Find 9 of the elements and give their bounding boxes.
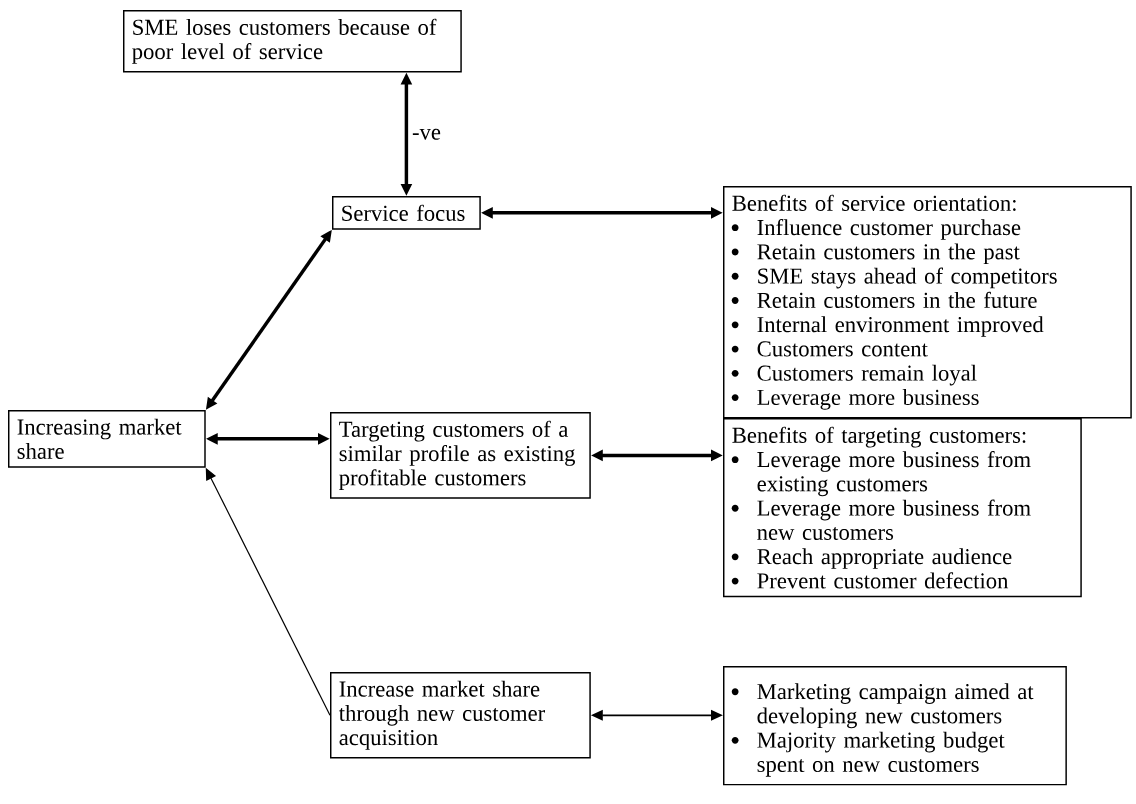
edge-label: -ve — [410, 127, 443, 142]
bullet-list-box: Benefits of targeting customers: Leverage more business from existing customers Leverage more business from new customers Reach appropriate audience Prevent customer defection — [723, 418, 1082, 598]
text-box: Increase market share through new customer acquisition — [330, 672, 591, 759]
text-box: Increasing market share — [8, 410, 206, 468]
text-box: Targeting customers of a similar profile as existing profitable customers — [330, 412, 591, 499]
text-box: Service focus — [332, 196, 481, 230]
bullet-list-box: Marketing campaign aimed at developing new customers Majority marketing budget spent on new customers — [723, 666, 1067, 786]
bullet-list-box: Benefits of service orientation: Influence customer purchase Retain customers in the past SME stays ahead of competitors Retain customers in the future Internal environment improved Customers content Customers remain loyal Leverage more business — [723, 186, 1132, 419]
text-box: SME loses customers because of poor level of service — [123, 10, 462, 73]
